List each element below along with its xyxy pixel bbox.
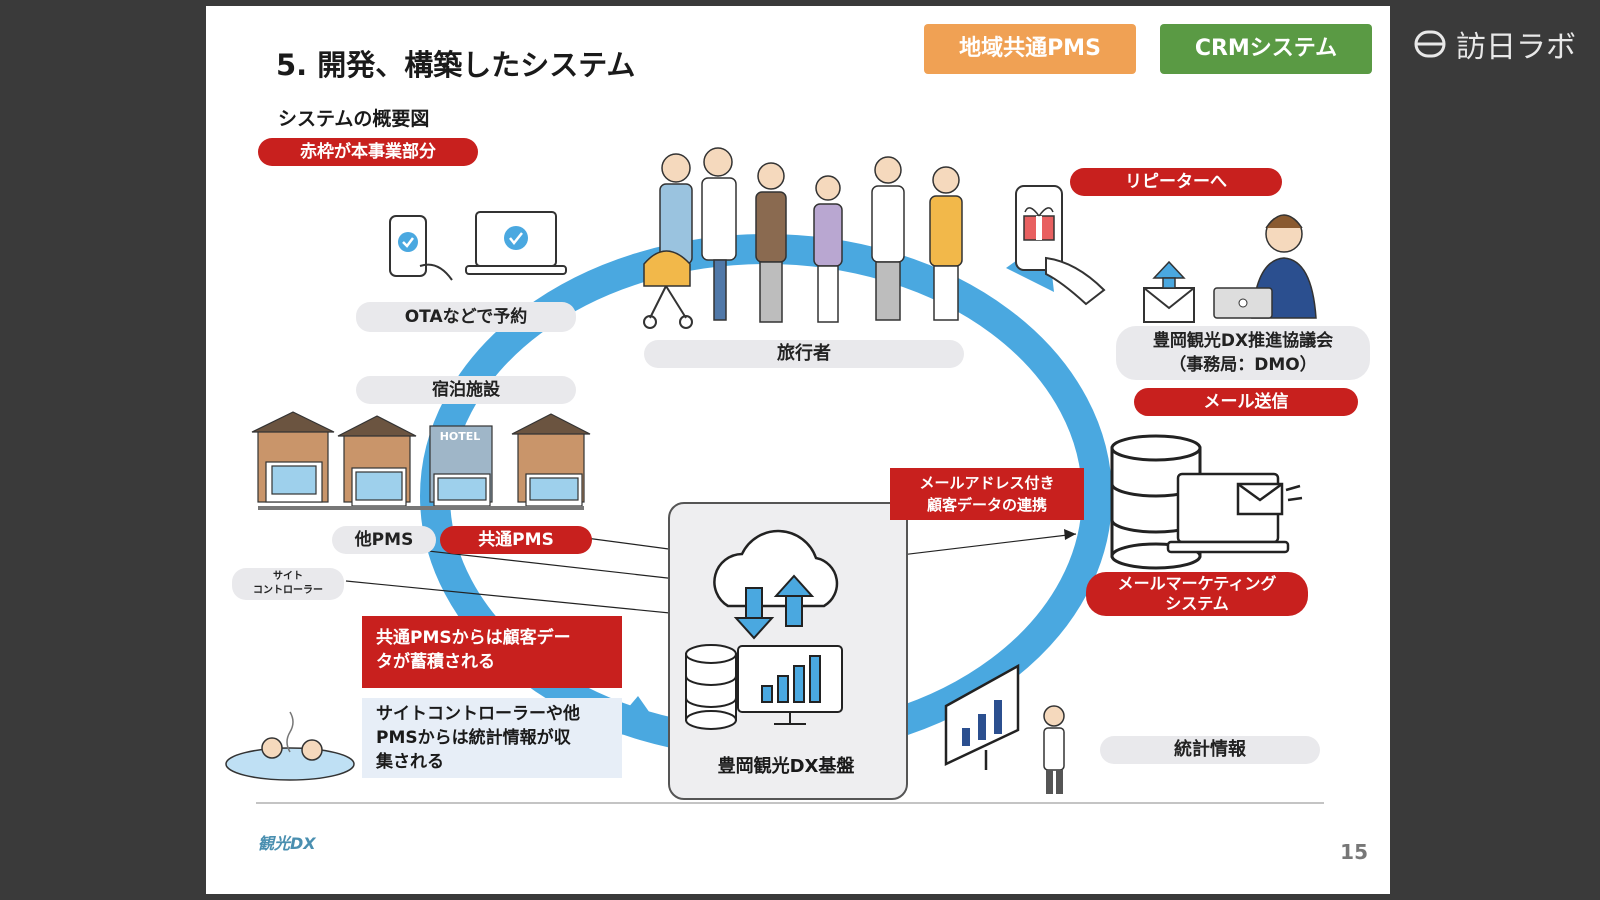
label-shared-pms: 共通PMS (440, 526, 592, 554)
page-title: 5. 開発、構築したシステム (276, 48, 636, 82)
booking-devices-illustration (389, 211, 567, 281)
connector-mail-system (875, 533, 1077, 559)
logo-text: 訪日ラボ (1456, 30, 1576, 65)
hot-spring-illustration (225, 711, 355, 781)
slide: 5. 開発、構築したシステム システムの概要図 赤枠が本事業部分 地域共通PMS… (206, 6, 1390, 894)
monitor-chart-icon (944, 663, 1020, 770)
section-subtitle: システムの概要図 (278, 108, 430, 130)
database-icon (1110, 434, 1202, 570)
statistics-illustration (944, 663, 1065, 794)
laptop-mail-icon (1166, 472, 1303, 554)
cloud-icon (713, 529, 839, 608)
footer-logo: 観光DX (258, 834, 316, 853)
label-site-controller: サイト コントローラー (232, 568, 344, 600)
label-dmo: 豊岡観光DX推進協議会 （事務局：DMO） (1116, 326, 1370, 380)
mail-upload-icon (1143, 260, 1195, 323)
label-other-pms: 他PMS (332, 526, 436, 554)
phone-check-icon (389, 215, 453, 281)
label-platform: 豊岡観光DX基盤 (717, 756, 855, 777)
database-icon (685, 644, 737, 730)
tag-crm-system: CRMシステム (1160, 24, 1372, 74)
mail-system-illustration (1110, 434, 1303, 570)
logo-mark-icon (1414, 30, 1446, 58)
stroller-icon (643, 250, 693, 329)
label-statistics: 統計情報 (1100, 736, 1320, 764)
dmo-staff-illustration (1143, 214, 1317, 323)
label-travelers: 旅行者 (644, 340, 964, 368)
laptop-icon (1213, 287, 1273, 319)
travelers-illustration (643, 147, 963, 329)
laptop-check-icon (465, 211, 567, 275)
label-mail-marketing-system: メールマーケティング システム (1086, 572, 1308, 616)
gift-icon (1023, 207, 1055, 241)
red-frame-note: 赤枠が本事業部分 (258, 138, 478, 166)
overlay-logo: 訪日ラボ (1414, 22, 1576, 66)
tag-regional-pms: 地域共通PMS (924, 24, 1136, 74)
note-stats-collection: サイトコントローラーや他 PMSからは統計情報が収 集される (362, 698, 622, 778)
platform-illustration (685, 529, 843, 730)
note-email-data-link: メールアドレス付き 顧客データの連携 (890, 468, 1084, 520)
gift-phone-illustration (1015, 185, 1106, 306)
label-to-repeaters: リピーターへ (1070, 168, 1282, 196)
note-pms-customer-data: 共通PMSからは顧客デー タが蓄積される (362, 616, 622, 688)
download-arrow-icon (733, 587, 775, 640)
label-lodging: 宿泊施設 (356, 376, 576, 404)
label-ota-booking: OTAなどで予約 (356, 302, 576, 332)
connector-site-controller (345, 580, 681, 615)
page-number: 15 (1340, 840, 1368, 864)
hotel-sign: HOTEL (440, 430, 481, 443)
label-mail-send: メール送信 (1134, 388, 1358, 416)
lodging-illustration: HOTEL (251, 411, 591, 510)
upload-arrow-icon (773, 574, 815, 627)
monitor-chart-icon (737, 645, 843, 725)
